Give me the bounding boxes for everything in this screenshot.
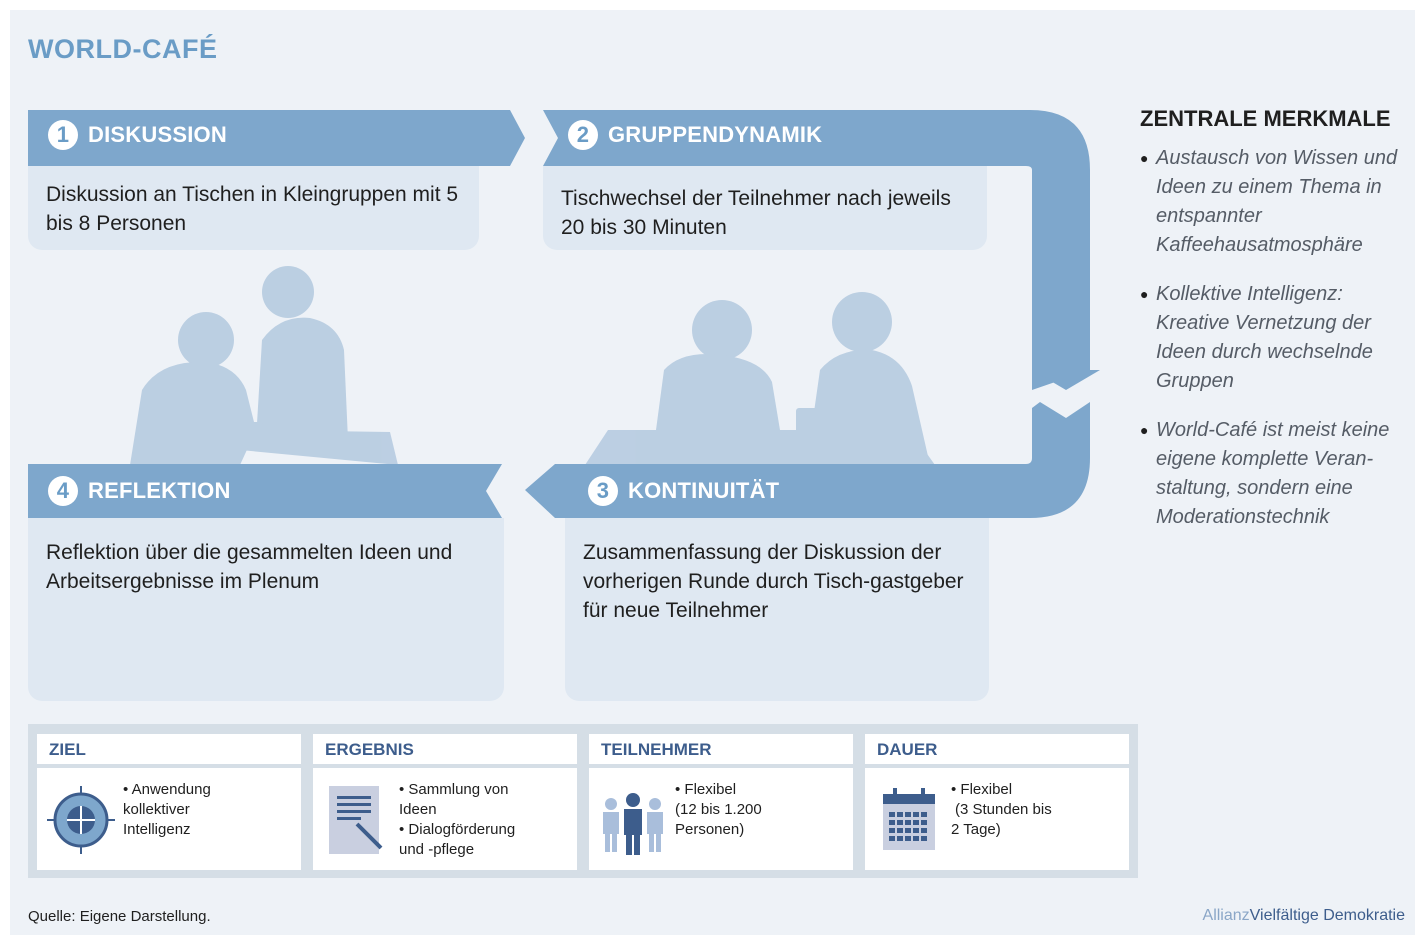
brand-logo: AllianzVielfältige Demokratie bbox=[1203, 907, 1405, 925]
card-ziel-text: • Anwendung kollektiver Intelligenz bbox=[123, 780, 298, 840]
step-3-box: Zusammenfassung der Diskussion der vorhe… bbox=[565, 518, 989, 701]
arrow-step-2 bbox=[543, 110, 1090, 390]
card-dauer-line: 2 Tage) bbox=[951, 821, 1001, 838]
key-features: ZENTRALE MERKMALE Austausch von Wissen u… bbox=[1140, 106, 1410, 552]
card-ergebnis-line: und -pflege bbox=[399, 841, 475, 858]
card-ergebnis-body: • Sammlung von Ideen • Dialogförderung u… bbox=[313, 768, 577, 870]
infographic-canvas: WORLD-CAFÉ 1 bbox=[10, 10, 1415, 935]
card-teilnehmer-header: TEILNEHMER bbox=[589, 734, 853, 764]
arrow-down-head bbox=[1032, 370, 1100, 390]
step-4-header: 4 REFLEKTION bbox=[48, 476, 231, 506]
people-icon bbox=[603, 793, 663, 855]
key-feature-item: Austausch von Wissen und Ideen zu einem … bbox=[1140, 144, 1410, 260]
key-features-list: Austausch von Wissen und Ideen zu einem … bbox=[1140, 144, 1410, 532]
step-2-number: 2 bbox=[568, 120, 598, 150]
step-1-number: 1 bbox=[48, 120, 78, 150]
info-panel: ZIEL • Anwendung kollektiver Intelligenz bbox=[28, 724, 1138, 878]
step-1-text: Diskussion an Tischen in Kleingruppen mi… bbox=[46, 183, 459, 235]
card-ziel-line: Intelligenz bbox=[123, 821, 191, 838]
card-ergebnis-line: • Sammlung von bbox=[399, 781, 509, 798]
people-silhouette-right bbox=[585, 292, 935, 465]
brand-light: Allianz bbox=[1202, 907, 1250, 924]
step-4-label: REFLEKTION bbox=[88, 478, 231, 503]
step-4-number: 4 bbox=[48, 476, 78, 506]
people-silhouette-left bbox=[130, 266, 398, 465]
card-dauer-body: • Flexibel (3 Stunden bis 2 Tage) bbox=[865, 768, 1129, 870]
card-dauer-header: DAUER bbox=[865, 734, 1129, 764]
arrow-step-1 bbox=[28, 110, 525, 166]
step-1-header: 1 DISKUSSION bbox=[48, 120, 227, 150]
target-icon bbox=[47, 786, 115, 854]
card-ziel: ZIEL • Anwendung kollektiver Intelligenz bbox=[37, 734, 301, 870]
step-2-text: Tischwechsel der Teilnehmer nach jeweils… bbox=[561, 187, 951, 239]
card-teilnehmer-text: • Flexibel (12 bis 1.200 Personen) bbox=[675, 780, 850, 840]
card-teilnehmer-line: • Flexibel bbox=[675, 781, 737, 798]
source-note: Quelle: Eigene Darstellung. bbox=[28, 908, 211, 925]
card-teilnehmer: TEILNEHMER • Flexibel bbox=[589, 734, 853, 870]
card-dauer-line: • Flexibel bbox=[951, 781, 1013, 798]
key-features-heading: ZENTRALE MERKMALE bbox=[1140, 106, 1391, 131]
card-teilnehmer-body: • Flexibel (12 bis 1.200 Personen) bbox=[589, 768, 853, 870]
step-3-number: 3 bbox=[588, 476, 618, 506]
card-dauer-text: • Flexibel (3 Stunden bis 2 Tage) bbox=[951, 780, 1126, 840]
card-teilnehmer-line: Personen) bbox=[675, 821, 745, 838]
arrow-step-3 bbox=[525, 402, 1090, 518]
step-4-box: Reflektion über die gesammelten Ideen un… bbox=[28, 518, 504, 701]
card-ziel-body: • Anwendung kollektiver Intelligenz bbox=[37, 768, 301, 870]
key-feature-item: World-Café ist meist keine eigene komple… bbox=[1140, 416, 1410, 532]
card-dauer-line: (3 Stunden bis bbox=[955, 801, 1052, 818]
card-ziel-line: kollektiver bbox=[123, 801, 190, 818]
card-ergebnis-line: • Dialogförderung bbox=[399, 821, 516, 838]
arrow-step-4 bbox=[28, 464, 502, 518]
card-ergebnis-header: ERGEBNIS bbox=[313, 734, 577, 764]
card-ziel-header: ZIEL bbox=[37, 734, 301, 764]
card-ergebnis-line: Ideen bbox=[399, 801, 437, 818]
card-ergebnis: ERGEBNIS • Sammlung von Ideen • Dialogfö… bbox=[313, 734, 577, 870]
step-1-label: DISKUSSION bbox=[88, 122, 227, 147]
step-4-text: Reflektion über die gesammelten Ideen un… bbox=[46, 541, 453, 593]
calendar-icon bbox=[883, 788, 935, 850]
step-2-box: Tischwechsel der Teilnehmer nach jeweils… bbox=[543, 166, 987, 250]
step-3-header: 3 KONTINUITÄT bbox=[588, 476, 779, 506]
brand-dark: Vielfältige Demokratie bbox=[1249, 907, 1405, 924]
step-2-header: 2 GRUPPENDYNAMIK bbox=[568, 120, 822, 150]
card-ziel-line: • Anwendung bbox=[123, 781, 211, 798]
key-feature-item: Kollektive Intelligenz: Kreative Vernetz… bbox=[1140, 280, 1410, 396]
page-title: WORLD-CAFÉ bbox=[28, 34, 218, 64]
step-3-label: KONTINUITÄT bbox=[628, 478, 780, 503]
card-ergebnis-text: • Sammlung von Ideen • Dialogförderung u… bbox=[399, 780, 574, 860]
card-teilnehmer-line: (12 bis 1.200 bbox=[675, 801, 762, 818]
step-3-text: Zusammenfassung der Diskussion der vorhe… bbox=[583, 541, 964, 622]
card-dauer: DAUER • Flexibel (3 Stunden bbox=[865, 734, 1129, 870]
step-2-label: GRUPPENDYNAMIK bbox=[608, 122, 823, 147]
step-1-box: Diskussion an Tischen in Kleingruppen mi… bbox=[28, 166, 479, 250]
document-pen-icon bbox=[329, 786, 383, 854]
